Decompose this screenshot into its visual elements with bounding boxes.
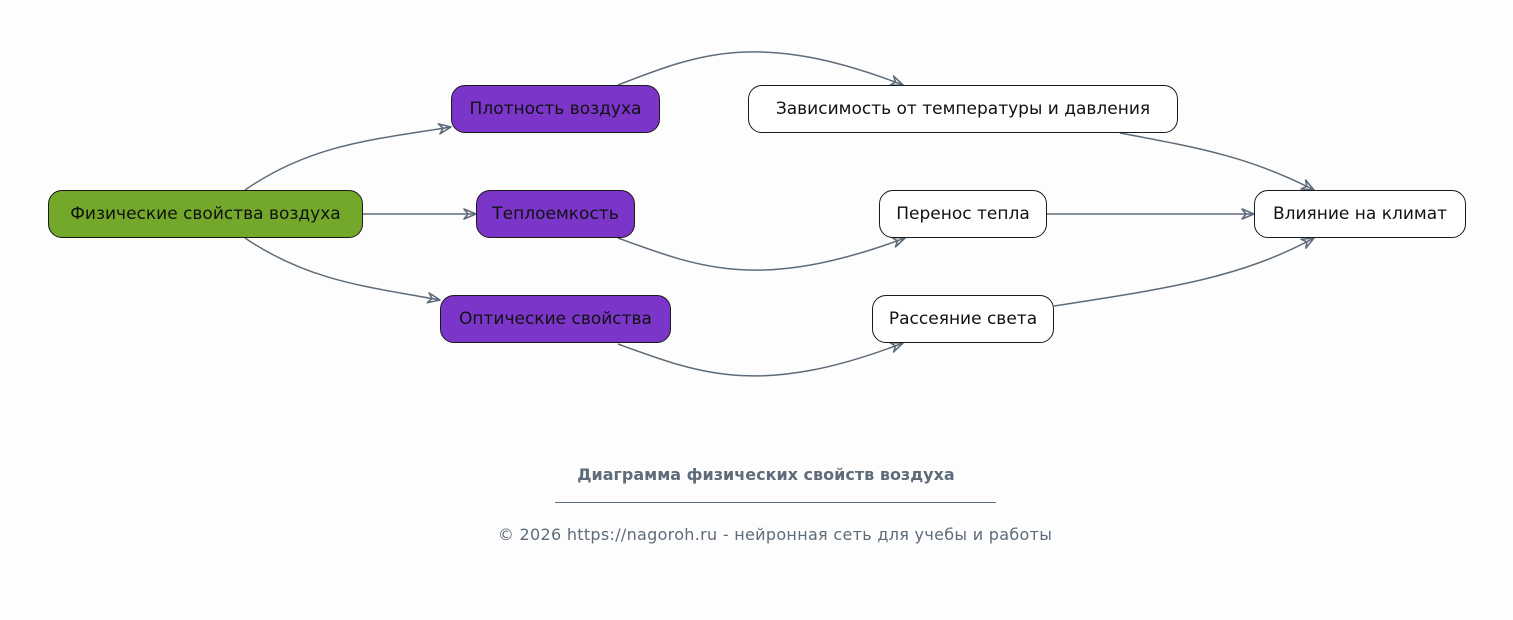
node-optical-properties: Оптические свойства (440, 295, 671, 343)
edge-scattering-climate (1053, 237, 1315, 307)
node-light-scattering: Рассеяние света (872, 295, 1054, 343)
edge-optical-scattering (617, 341, 904, 377)
edge-temp-pressure-climate (1119, 132, 1315, 191)
node-label: Зависимость от температуры и давления (775, 99, 1151, 119)
node-label: Влияние на климат (1272, 204, 1448, 224)
node-label: Рассеяние света (888, 309, 1038, 329)
footer-copyright: © 2026 https://nagoroh.ru - нейронная се… (497, 525, 1053, 544)
node-label: Плотность воздуха (469, 99, 642, 119)
node-heat-transfer: Перенос тепла (879, 190, 1047, 238)
node-label: Перенос тепла (896, 204, 1030, 224)
node-physical-properties: Физические свойства воздуха (48, 190, 363, 238)
edge-root-optical (244, 237, 441, 304)
footer-title: Диаграмма физических свойств воздуха (577, 465, 955, 484)
node-climate-impact: Влияние на климат (1254, 190, 1466, 238)
node-label: Теплоемкость (492, 204, 619, 224)
node-air-density: Плотность воздуха (451, 85, 660, 133)
node-label: Оптические свойства (459, 309, 652, 329)
edge-heat-capacity-transfer (617, 236, 906, 271)
node-temp-pressure-dependence: Зависимость от температуры и давления (748, 85, 1178, 133)
edge-density-temp-pressure (617, 51, 904, 87)
footer-divider (555, 502, 996, 503)
node-label: Физические свойства воздуха (70, 204, 341, 224)
edge-root-density (244, 123, 452, 191)
node-heat-capacity: Теплоемкость (476, 190, 635, 238)
